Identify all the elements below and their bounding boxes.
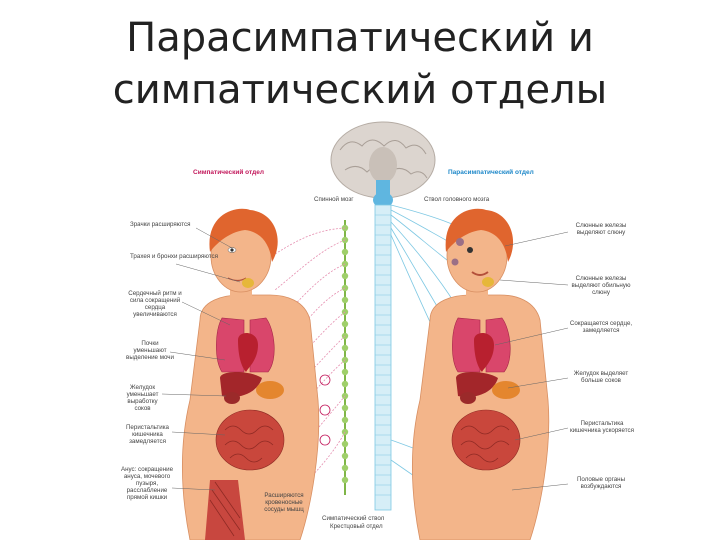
slide-title-line1: Парасимпатический и (126, 15, 594, 61)
right-label-salivary-abundant: Слюнные железы выделяют обильную слюну (571, 275, 630, 296)
spinal-cord (374, 204, 392, 511)
left-label-kidneys: Почки уменьшают выделение мочи (126, 340, 174, 361)
left-body (182, 208, 320, 540)
left-leader-lines (161, 227, 241, 491)
sacral-label: Крестцовый отдел (330, 523, 383, 530)
left-label-pupils: Зрачки расширяются (130, 221, 190, 228)
right-label-salivary: Слюнные железы выделяют слюну (576, 222, 627, 236)
sympathetic-chain (341, 220, 349, 495)
brainstem-label: Спинной мозг (314, 196, 354, 203)
right-label-genitals: Половые органы возбуждаются (577, 476, 625, 490)
left-label-stomach: Желудок уменьшает выработку соков (127, 384, 159, 412)
parasympathetic-header: Парасимпатический отдел (448, 168, 534, 176)
right-leader-lines (494, 231, 569, 491)
right-label-heart: Сокращается сердце, замедляется (570, 320, 632, 334)
right-body (412, 208, 550, 540)
left-label-trachea: Трахея и бронхи расширяются (130, 253, 218, 260)
left-label-anus: Анус: сокращение ануса, мочевого пузыря,… (121, 466, 173, 501)
right-label-stomach: Желудок выделяет больше соков (574, 370, 628, 384)
left-label-heart: Сердечный ритм и сила сокращений сердца … (128, 290, 181, 318)
sympathetic-header: Симпатический отдел (193, 168, 264, 176)
slide-title: Парасимпатический и симпатический отделы (0, 12, 720, 116)
slide-title-line2: симпатический отделы (112, 67, 608, 113)
spinal-chain-label: Симпатический ствол (322, 515, 385, 522)
left-label-muscle-vessels: Расширяются кровеносные сосуды мышц (264, 492, 304, 513)
brain (330, 121, 436, 208)
left-label-intestine: Перистальтика кишечника замедляется (126, 424, 169, 445)
right-label-intestine: Перистальтика кишечника ускоряется (570, 420, 634, 434)
brain-nerve-label: Ствол головного мозга (424, 196, 490, 203)
